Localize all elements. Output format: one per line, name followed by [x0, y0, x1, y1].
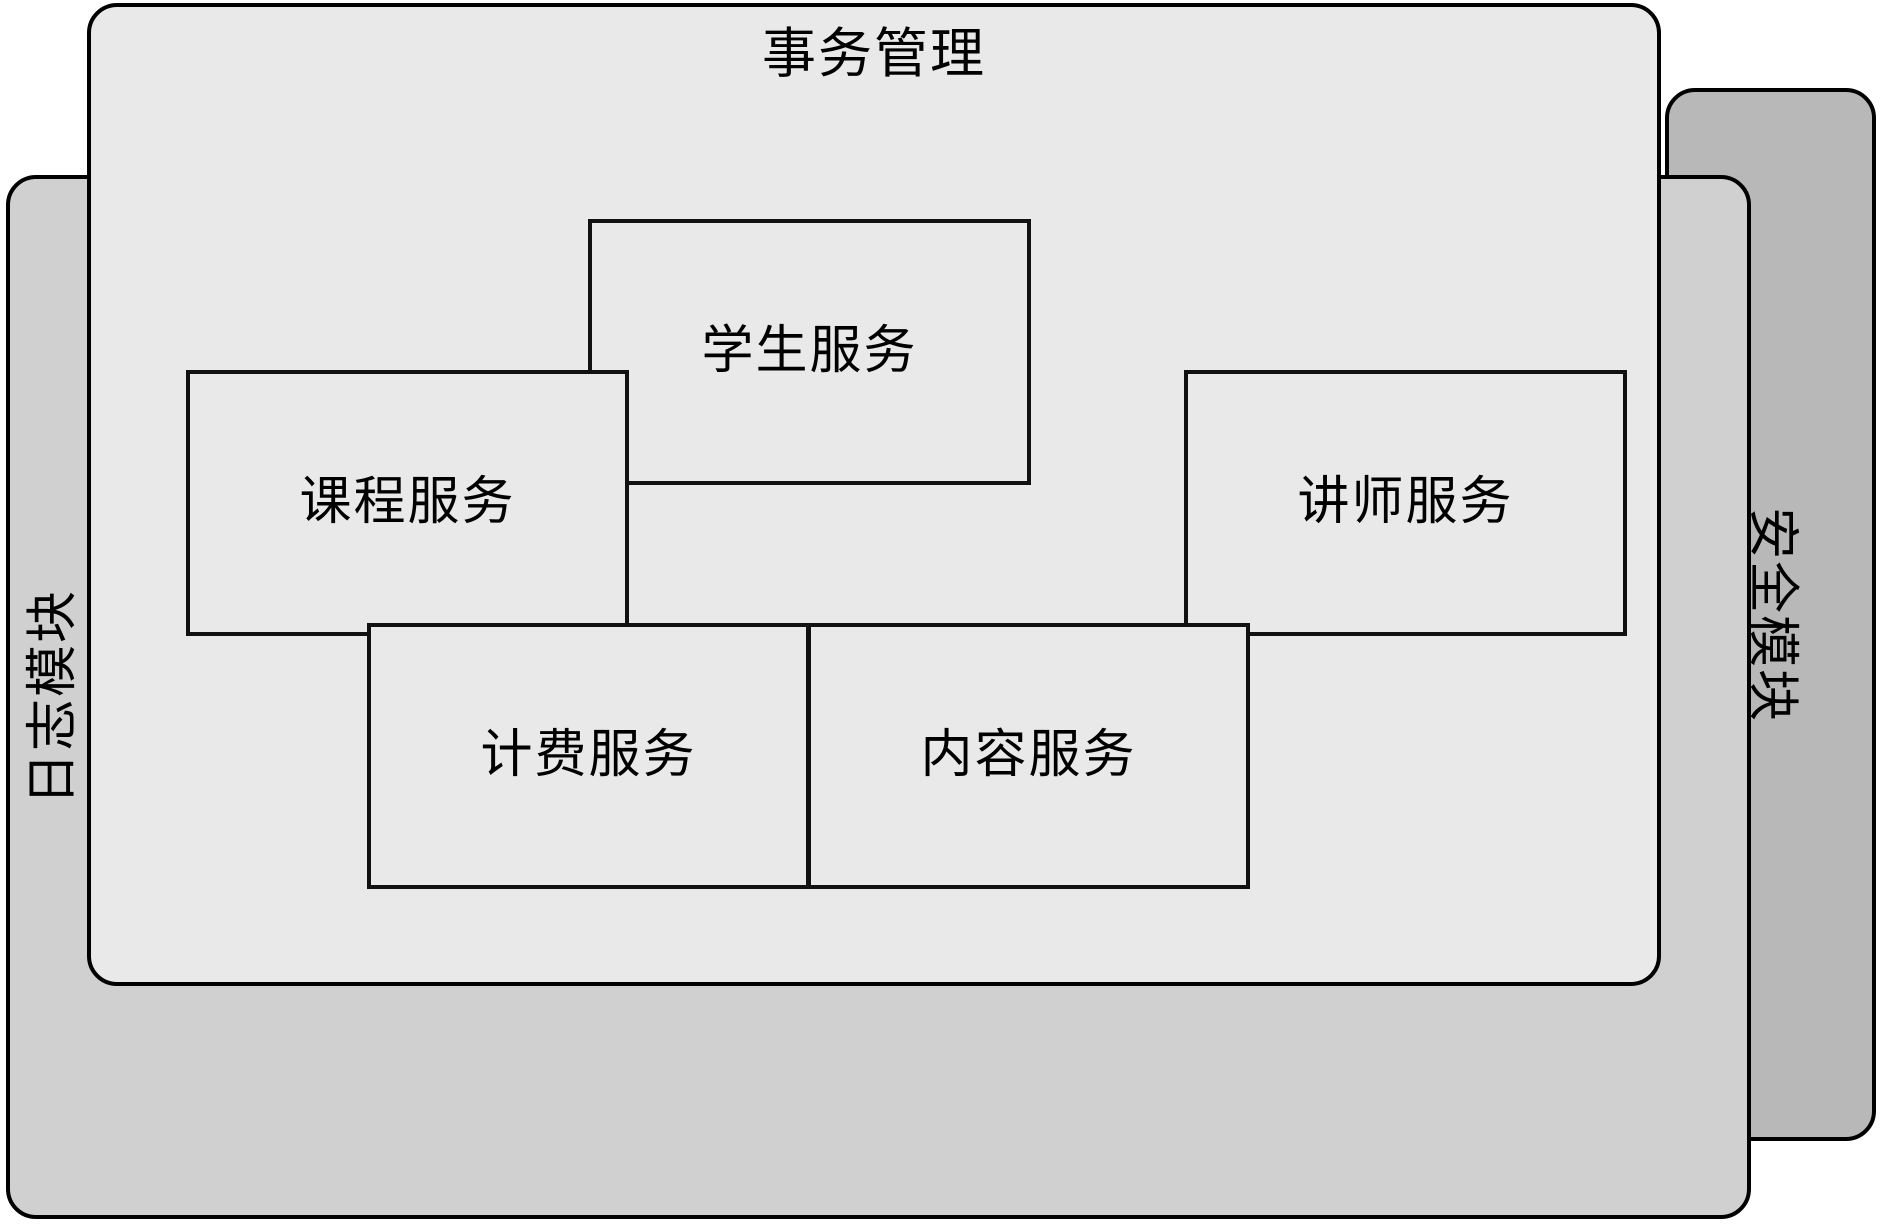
service-box-course[interactable]: 课程服务 [186, 370, 629, 636]
service-label-billing: 计费服务 [480, 727, 697, 784]
transaction-management-panel[interactable]: 事务管理 学生服务 课程服务 讲师服务 计费服务 内容服务 [87, 3, 1661, 986]
service-box-content[interactable]: 内容服务 [807, 623, 1250, 889]
service-label-instructor: 讲师服务 [1297, 474, 1514, 531]
service-box-student[interactable]: 学生服务 [588, 219, 1031, 485]
transaction-management-title: 事务管理 [762, 24, 986, 84]
service-label-content: 内容服务 [920, 727, 1137, 784]
security-module-label: 安全模块 [1742, 506, 1800, 723]
log-module-label: 日志模块 [25, 588, 82, 806]
service-box-billing[interactable]: 计费服务 [367, 623, 810, 889]
service-label-student: 学生服务 [701, 323, 918, 380]
service-box-instructor[interactable]: 讲师服务 [1184, 370, 1627, 636]
service-label-course: 课程服务 [299, 474, 516, 531]
